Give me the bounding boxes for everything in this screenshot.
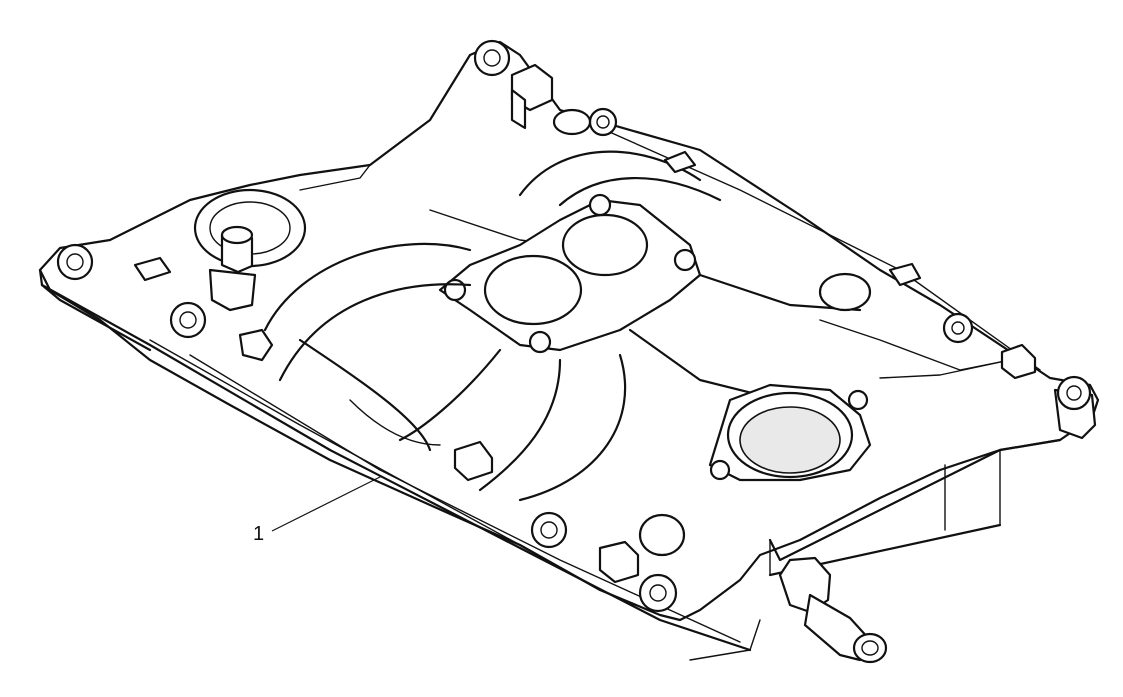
callout-leader-line (271, 475, 383, 532)
round-cover (708, 383, 872, 482)
sensor-stud (193, 188, 307, 312)
outlet-flange (438, 193, 702, 354)
square-pads (133, 63, 1037, 584)
part-callout-label: 1 (253, 523, 265, 545)
mounting-bosses (56, 39, 1097, 613)
hose-nipple (778, 556, 888, 664)
runner-pipes (263, 150, 862, 502)
